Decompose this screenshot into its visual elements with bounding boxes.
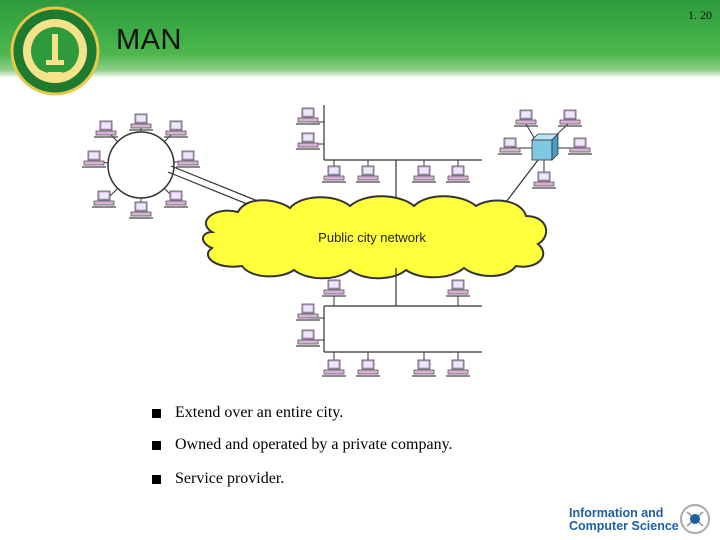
computer-icon [175, 150, 201, 168]
computer-icon [513, 109, 539, 127]
computer-icon [411, 359, 437, 377]
computer-icon [567, 137, 593, 155]
computer-icon [445, 165, 471, 183]
page-title: MAN [116, 24, 182, 56]
computer-icon [445, 279, 471, 297]
square-bullet-icon [152, 475, 161, 484]
computer-icon [411, 165, 437, 183]
computer-icon [295, 329, 321, 347]
computer-icon [81, 150, 107, 168]
computer-icon [497, 137, 523, 155]
square-bullet-icon [152, 441, 161, 450]
man-diagram: Public city network [81, 105, 593, 377]
slide-number: 1. 20 [688, 8, 712, 22]
computer-icon [128, 113, 154, 131]
bullet-list: Extend over an entire city. Owned and op… [152, 404, 453, 502]
footer-logo-line1: Information and [569, 506, 664, 520]
network-switch-icon [531, 139, 553, 161]
cloud-label: Public city network [318, 230, 426, 245]
computer-icon [295, 107, 321, 125]
computer-icon [445, 359, 471, 377]
computer-icon [295, 132, 321, 150]
bottom-bus-network [295, 268, 482, 377]
bullet-text: Owned and operated by a private company. [175, 436, 453, 453]
computer-icon [355, 165, 381, 183]
computer-icon [163, 120, 189, 138]
ics-emblem-icon [680, 504, 710, 534]
computer-icon [321, 165, 347, 183]
footer-logo: Information and Computer Science [565, 500, 715, 538]
computer-icon [557, 109, 583, 127]
computer-icon [295, 303, 321, 321]
bullet-text: Extend over an entire city. [175, 404, 344, 421]
public-city-network-cloud: Public city network [202, 195, 548, 280]
computer-icon [93, 120, 119, 138]
computer-icon [128, 201, 154, 219]
footer-logo-line2: Computer Science [569, 519, 679, 533]
bullet-text: Service provider. [175, 470, 285, 487]
computer-icon [531, 171, 557, 189]
header-bar [0, 0, 720, 78]
computer-icon [163, 190, 189, 208]
computer-icon [321, 359, 347, 377]
bullet-item: Extend over an entire city. [152, 404, 453, 436]
computer-icon [321, 279, 347, 297]
square-bullet-icon [152, 409, 161, 418]
bullet-item: Service provider. [152, 470, 453, 502]
bullet-item: Owned and operated by a private company. [152, 436, 453, 468]
university-seal-logo [10, 6, 100, 96]
ring-network [81, 113, 201, 219]
computer-icon [355, 359, 381, 377]
star-network [497, 109, 593, 211]
